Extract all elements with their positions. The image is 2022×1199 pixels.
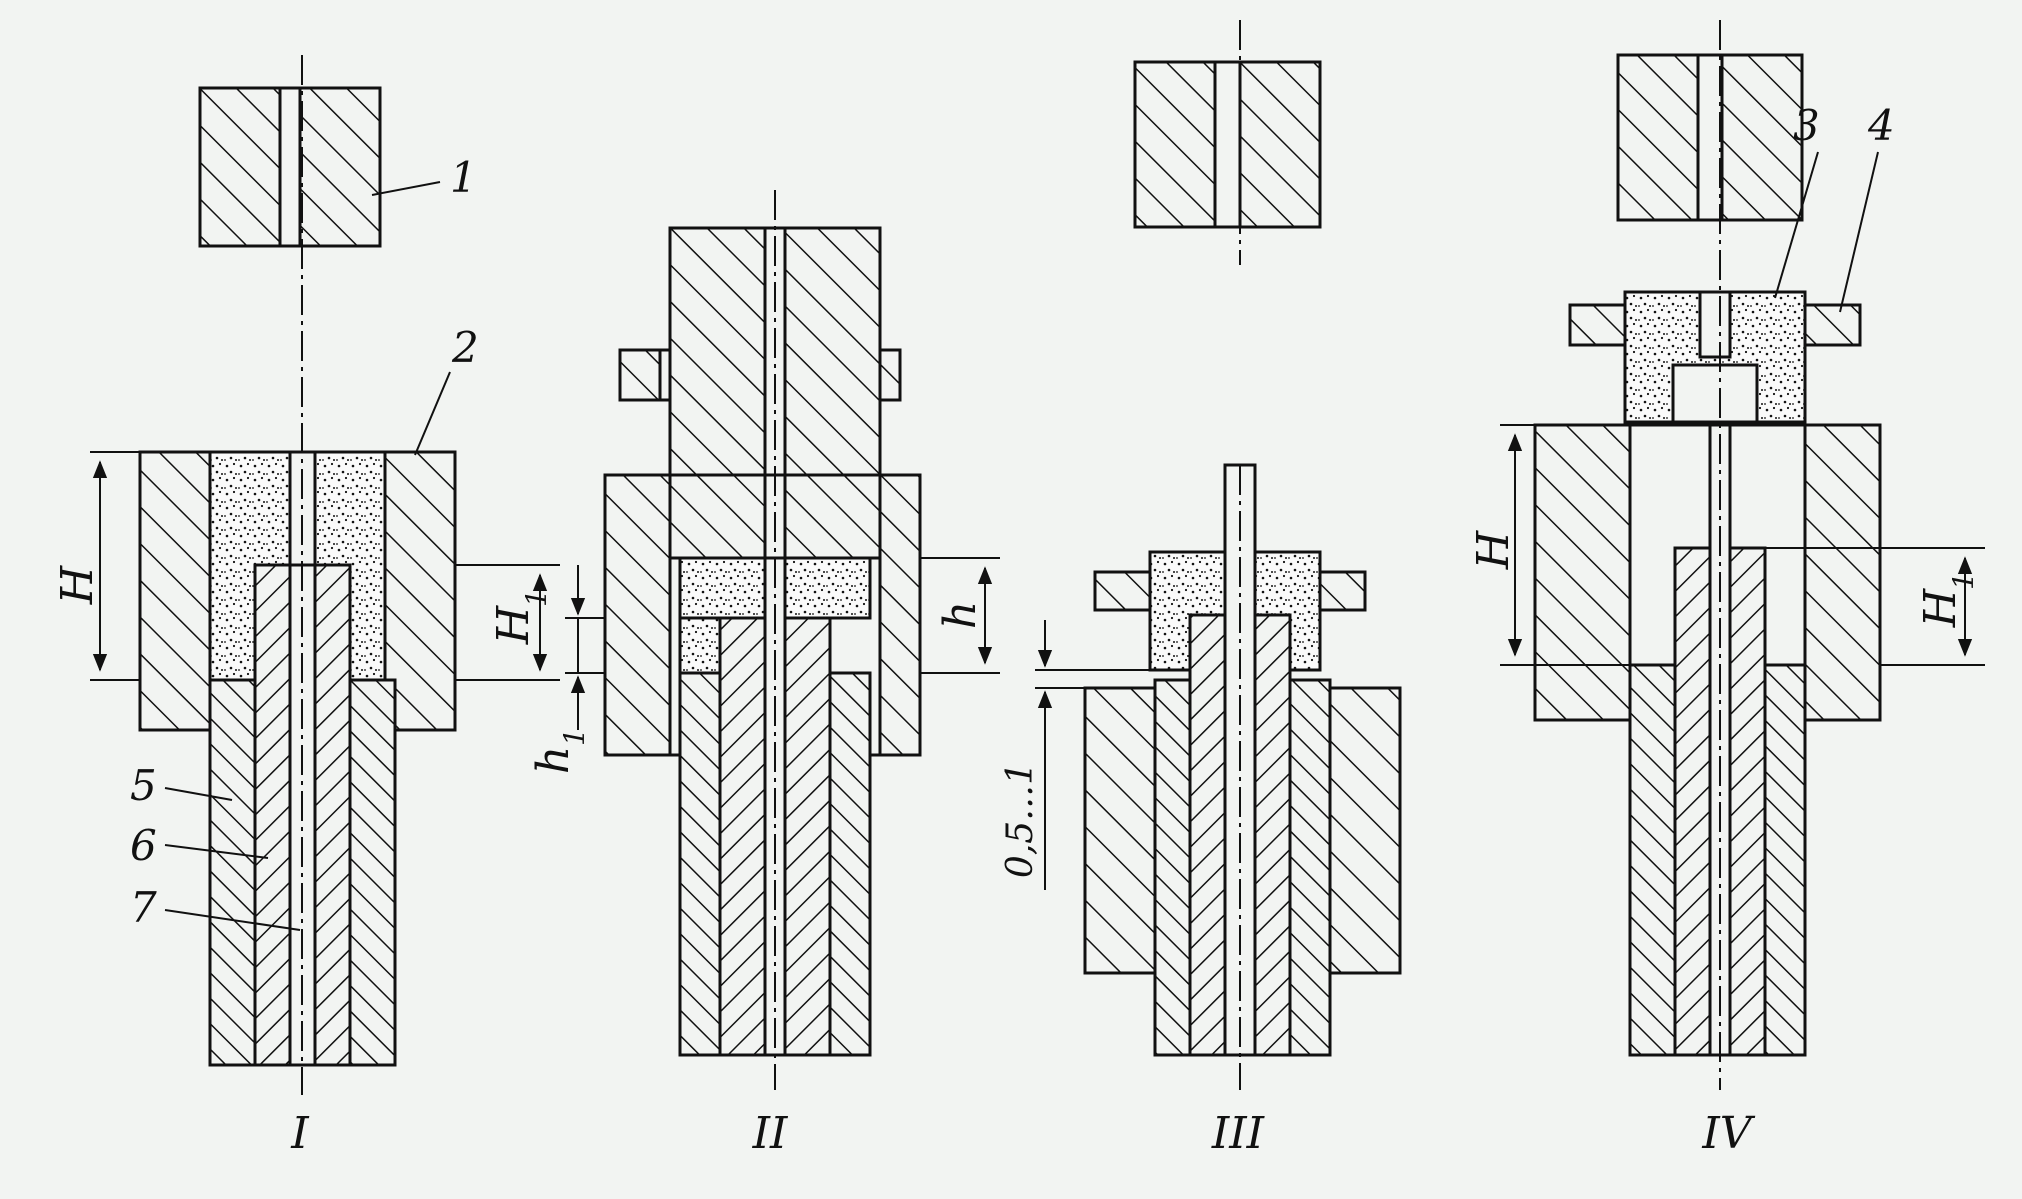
stage-label-1: I xyxy=(290,1108,310,1159)
part-label-7: 7 xyxy=(130,883,157,932)
part-label-2: 2 xyxy=(451,323,479,372)
upper-punch-4 xyxy=(1616,53,1804,222)
upper-punch-1 xyxy=(198,86,382,248)
lower-punch-6 xyxy=(253,563,352,1067)
lower-punches-3 xyxy=(1153,613,1332,1057)
dim-H1-4-sub: 1 xyxy=(1947,572,1980,590)
dim-gap-3: 0,5…1 xyxy=(1000,762,1041,878)
part-label-3: 3 xyxy=(1793,101,1820,150)
dim-H1-1-sub: 1 xyxy=(520,589,553,607)
stage-2 xyxy=(565,190,1000,1090)
upper-punch-2 xyxy=(618,226,902,560)
dim-h1-2: h xyxy=(528,746,579,774)
stage-1 xyxy=(90,55,560,1095)
dim-h-2: h xyxy=(935,601,986,629)
lower-punches-2 xyxy=(678,616,872,1057)
part-label-4: 4 xyxy=(1867,101,1895,150)
dim-H-1: H xyxy=(52,564,103,605)
stage-label-2: II xyxy=(752,1108,789,1159)
part-label-1: 1 xyxy=(450,153,477,202)
compact-3-ejected xyxy=(1623,290,1807,424)
die-4 xyxy=(1533,423,1882,722)
stage-label-3: III xyxy=(1211,1108,1266,1159)
stage-4 xyxy=(1500,20,1985,1090)
dim-h1-2-sub: 1 xyxy=(558,728,591,746)
stage-3 xyxy=(1035,20,1402,1090)
dim-H1-1: H xyxy=(488,604,539,645)
dim-H1-4: H xyxy=(1915,587,1966,628)
part-label-5: 5 xyxy=(130,761,157,810)
upper-punch-3 xyxy=(1133,60,1322,229)
dim-H-4: H xyxy=(1468,529,1519,570)
part-label-6: 6 xyxy=(130,821,157,870)
die-2b xyxy=(603,473,922,757)
stage-label-4: IV xyxy=(1701,1108,1755,1159)
